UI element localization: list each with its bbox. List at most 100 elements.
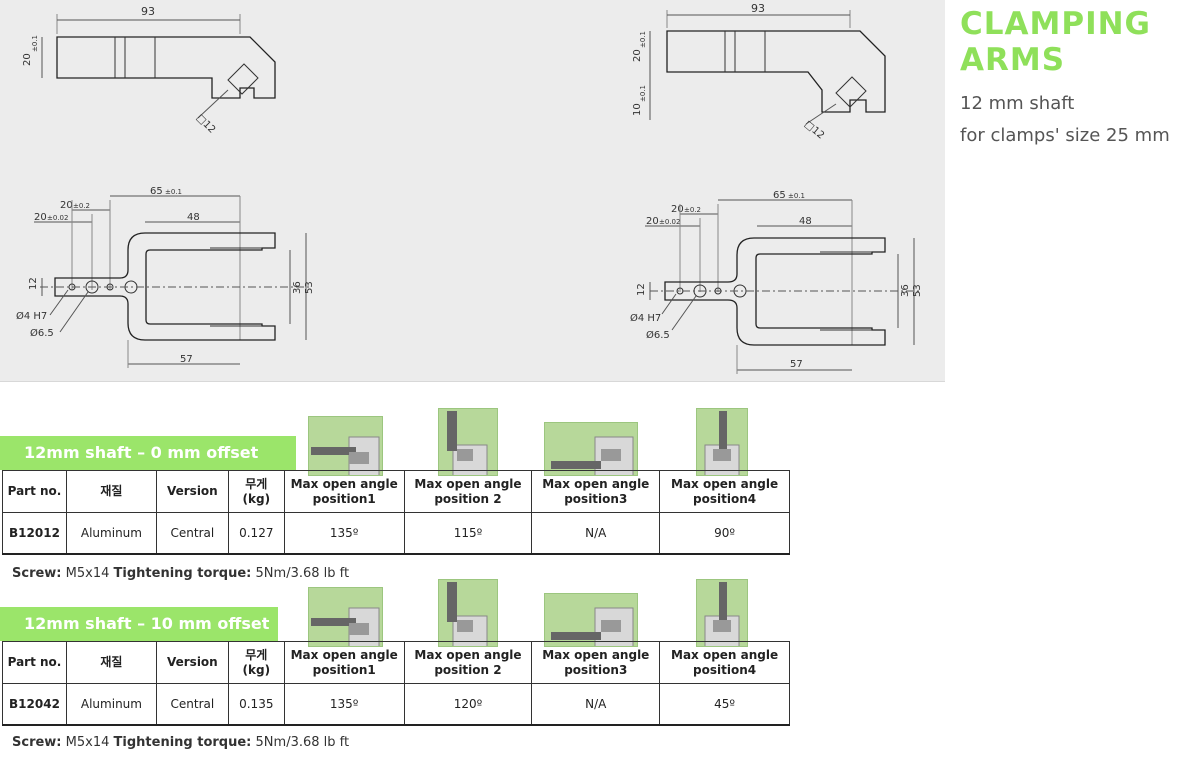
subtitle-line1: 12 mm shaft bbox=[960, 93, 1075, 114]
table-header-row: Part no. 재질 Version 무게(kg) Max open angl… bbox=[2, 641, 790, 684]
subtitle-line2: for clamps' size 25 mm bbox=[960, 125, 1170, 146]
cell-angle-position4: 45º bbox=[659, 683, 790, 726]
dim-offset-tol-right: ±0.1 bbox=[639, 85, 647, 102]
dim-57-left: 57 bbox=[180, 354, 193, 365]
cell-angle-position3: N/A bbox=[531, 683, 661, 726]
cell-angle-position1: 135º bbox=[283, 683, 405, 726]
dim-65-right: 65 bbox=[773, 190, 786, 201]
dim-height-tol-right: ±0.1 bbox=[639, 31, 647, 48]
clamp-position4-image bbox=[696, 579, 748, 647]
header-part-no: Part no. bbox=[2, 641, 67, 684]
plan-view-left: 65 ±0.1 20 ±0.2 20 ±0.02 48 12 36 bbox=[16, 186, 315, 368]
technical-drawing-panel: 93 20 ±0.1 □12 93 20 ±0.1 10 bbox=[0, 0, 945, 382]
dim-20b-tol-right: ±0.02 bbox=[659, 218, 680, 226]
dim-48-left: 48 bbox=[187, 212, 200, 223]
screw-label: Screw: bbox=[12, 735, 62, 750]
clamp-position3-image bbox=[544, 593, 638, 647]
cell-part-no: B12042 bbox=[2, 683, 67, 726]
cell-weight: 0.135 bbox=[227, 683, 285, 726]
dim-height-right: 20 bbox=[632, 49, 643, 62]
torque-value: 5Nm/3.68 lb ft bbox=[255, 566, 350, 581]
torque-label: Tightening torque: bbox=[113, 735, 252, 750]
screw-spec: Screw: M5x14 Tightening torque: 5Nm/3.68… bbox=[12, 735, 349, 750]
dim-36-left: 36 bbox=[292, 281, 303, 294]
dim-length-right: 93 bbox=[751, 2, 765, 15]
dim-square-left: □12 bbox=[194, 112, 217, 135]
dim-square-right: □12 bbox=[802, 119, 826, 142]
dim-20a-tol-left: ±0.2 bbox=[73, 202, 90, 210]
spec-table: Part no. 재질 Version 무게(kg) Max open angl… bbox=[2, 641, 790, 726]
section-banner: 12mm shaft – 10 mm offset bbox=[0, 607, 278, 641]
cell-angle-position4: 90º bbox=[659, 512, 790, 555]
cell-version: Central bbox=[155, 512, 229, 555]
header-part-no: Part no. bbox=[2, 470, 67, 513]
dim-65-left: 65 bbox=[150, 186, 163, 197]
header-material: 재질 bbox=[65, 470, 157, 513]
table-row: B12012 Aluminum Central 0.127 135º 115º … bbox=[2, 512, 790, 555]
cell-angle-position1: 135º bbox=[283, 512, 405, 555]
page-title-line1: CLAMPING bbox=[960, 6, 1151, 42]
cell-angle-position2: 115º bbox=[403, 512, 533, 555]
hole-large-left: Ø6.5 bbox=[30, 327, 54, 339]
dim-57-right: 57 bbox=[790, 359, 803, 370]
dim-20b-left: 20 bbox=[34, 212, 47, 223]
header-weight: 무게(kg) bbox=[227, 470, 285, 513]
section-banner: 12mm shaft – 0 mm offset bbox=[0, 436, 296, 470]
dim-53-right: 53 bbox=[912, 284, 923, 297]
cell-version: Central bbox=[155, 683, 229, 726]
table-row: B12042 Aluminum Central 0.135 135º 120º … bbox=[2, 683, 790, 726]
dim-12-left: 12 bbox=[28, 277, 39, 290]
dim-12-right: 12 bbox=[636, 283, 647, 296]
dim-48-right: 48 bbox=[799, 216, 812, 227]
dim-20a-tol-right: ±0.2 bbox=[684, 206, 701, 214]
dim-offset-right: 10 bbox=[632, 103, 643, 116]
dim-20a-right: 20 bbox=[671, 204, 684, 215]
clamp-position1-image bbox=[308, 587, 383, 647]
header-material: 재질 bbox=[65, 641, 157, 684]
dim-65-tol-left: ±0.1 bbox=[165, 188, 182, 196]
dim-65-tol-right: ±0.1 bbox=[788, 192, 805, 200]
cell-angle-position3: N/A bbox=[531, 512, 661, 555]
cell-angle-position2: 120º bbox=[403, 683, 533, 726]
hole-large-right: Ø6.5 bbox=[646, 329, 670, 341]
dim-length-left: 93 bbox=[141, 5, 155, 18]
table-header-row: Part no. 재질 Version 무게(kg) Max open angl… bbox=[2, 470, 790, 513]
page-title-line2: ARMS bbox=[960, 42, 1066, 78]
clamp-position3-image bbox=[544, 422, 638, 476]
clamp-position2-image bbox=[438, 408, 498, 476]
dim-20a-left: 20 bbox=[60, 200, 73, 211]
screw-label: Screw: bbox=[12, 566, 62, 581]
clamp-position1-image bbox=[308, 416, 383, 476]
dim-height-left: 20 bbox=[22, 53, 33, 66]
cell-weight: 0.127 bbox=[227, 512, 285, 555]
cell-material: Aluminum bbox=[65, 512, 157, 555]
side-view-left: 93 20 ±0.1 □12 bbox=[22, 5, 276, 136]
dim-20b-tol-left: ±0.02 bbox=[47, 214, 68, 222]
clamp-position4-image bbox=[696, 408, 748, 476]
header-version: Version bbox=[155, 641, 229, 684]
dim-53-left: 53 bbox=[304, 281, 315, 294]
dim-height-tol-left: ±0.1 bbox=[31, 35, 39, 52]
dim-20b-right: 20 bbox=[646, 216, 659, 227]
cell-material: Aluminum bbox=[65, 683, 157, 726]
clamp-position2-image bbox=[438, 579, 498, 647]
hole-small-left: Ø4 H7 bbox=[16, 310, 47, 322]
plan-view-right: 65 ±0.1 20 ±0.2 20 ±0.02 48 12 36 bbox=[630, 190, 923, 374]
spec-table: Part no. 재질 Version 무게(kg) Max open angl… bbox=[2, 470, 790, 555]
screw-value: M5x14 bbox=[65, 566, 110, 581]
screw-value: M5x14 bbox=[65, 735, 110, 750]
header-weight: 무게(kg) bbox=[227, 641, 285, 684]
technical-drawings: 93 20 ±0.1 □12 93 20 ±0.1 10 bbox=[16, 2, 923, 374]
title-block: CLAMPING ARMS 12 mm shaft for clamps' si… bbox=[960, 6, 1195, 152]
dim-36-right: 36 bbox=[900, 284, 911, 297]
screw-spec: Screw: M5x14 Tightening torque: 5Nm/3.68… bbox=[12, 566, 349, 581]
torque-value: 5Nm/3.68 lb ft bbox=[255, 735, 350, 750]
